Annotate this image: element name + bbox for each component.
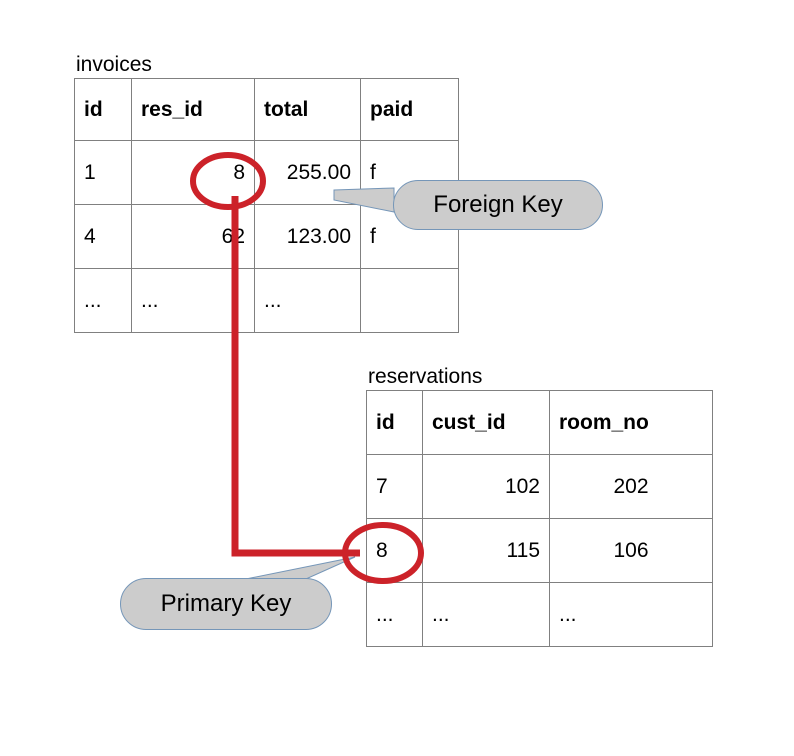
- cell-invoices-res-id-0: 8: [131, 140, 255, 205]
- reservations-col-cust-id: cust_id: [422, 390, 550, 455]
- cell-invoices-paid-2: [360, 268, 459, 333]
- table-header-row: id res_id total paid: [74, 78, 459, 141]
- cell-invoices-id-2: ...: [74, 268, 132, 333]
- cell-reservations-room-no-2: ...: [549, 582, 713, 647]
- primary-key-callout: Primary Key: [120, 578, 332, 630]
- cell-invoices-res-id-1: 62: [131, 204, 255, 269]
- cell-invoices-total-2: ...: [254, 268, 361, 333]
- table-row: 7 102 202: [366, 454, 713, 519]
- reservations-table: id cust_id room_no 7 102 202 8 115 106 .…: [366, 390, 713, 647]
- cell-reservations-cust-id-0: 102: [422, 454, 550, 519]
- table-header-row: id cust_id room_no: [366, 390, 713, 455]
- invoices-col-res-id: res_id: [131, 78, 255, 141]
- cell-reservations-id-1: 8: [366, 518, 423, 583]
- foreign-key-callout-label: Foreign Key: [433, 191, 563, 218]
- cell-reservations-room-no-1: 106: [549, 518, 713, 583]
- reservations-col-room-no: room_no: [549, 390, 713, 455]
- cell-reservations-id-0: 7: [366, 454, 423, 519]
- foreign-key-callout: Foreign Key: [393, 180, 603, 230]
- cell-reservations-cust-id-1: 115: [422, 518, 550, 583]
- cell-invoices-total-0: 255.00: [254, 140, 361, 205]
- invoices-col-paid: paid: [360, 78, 459, 141]
- reservations-table-title: reservations: [368, 365, 483, 388]
- reservations-col-id: id: [366, 390, 423, 455]
- invoices-col-total: total: [254, 78, 361, 141]
- cell-invoices-total-1: 123.00: [254, 204, 361, 269]
- cell-invoices-id-1: 4: [74, 204, 132, 269]
- cell-invoices-res-id-2: ...: [131, 268, 255, 333]
- table-row: ... ... ...: [366, 582, 713, 647]
- table-row: ... ... ...: [74, 268, 459, 333]
- table-row: 8 115 106: [366, 518, 713, 583]
- invoices-col-id: id: [74, 78, 132, 141]
- primary-key-callout-label: Primary Key: [160, 590, 292, 617]
- reservations-table-block: reservations id cust_id room_no 7 102 20…: [366, 364, 713, 647]
- cell-reservations-id-2: ...: [366, 582, 423, 647]
- cell-reservations-room-no-0: 202: [549, 454, 713, 519]
- invoices-table-title: invoices: [76, 53, 152, 76]
- cell-reservations-cust-id-2: ...: [422, 582, 550, 647]
- cell-invoices-id-0: 1: [74, 140, 132, 205]
